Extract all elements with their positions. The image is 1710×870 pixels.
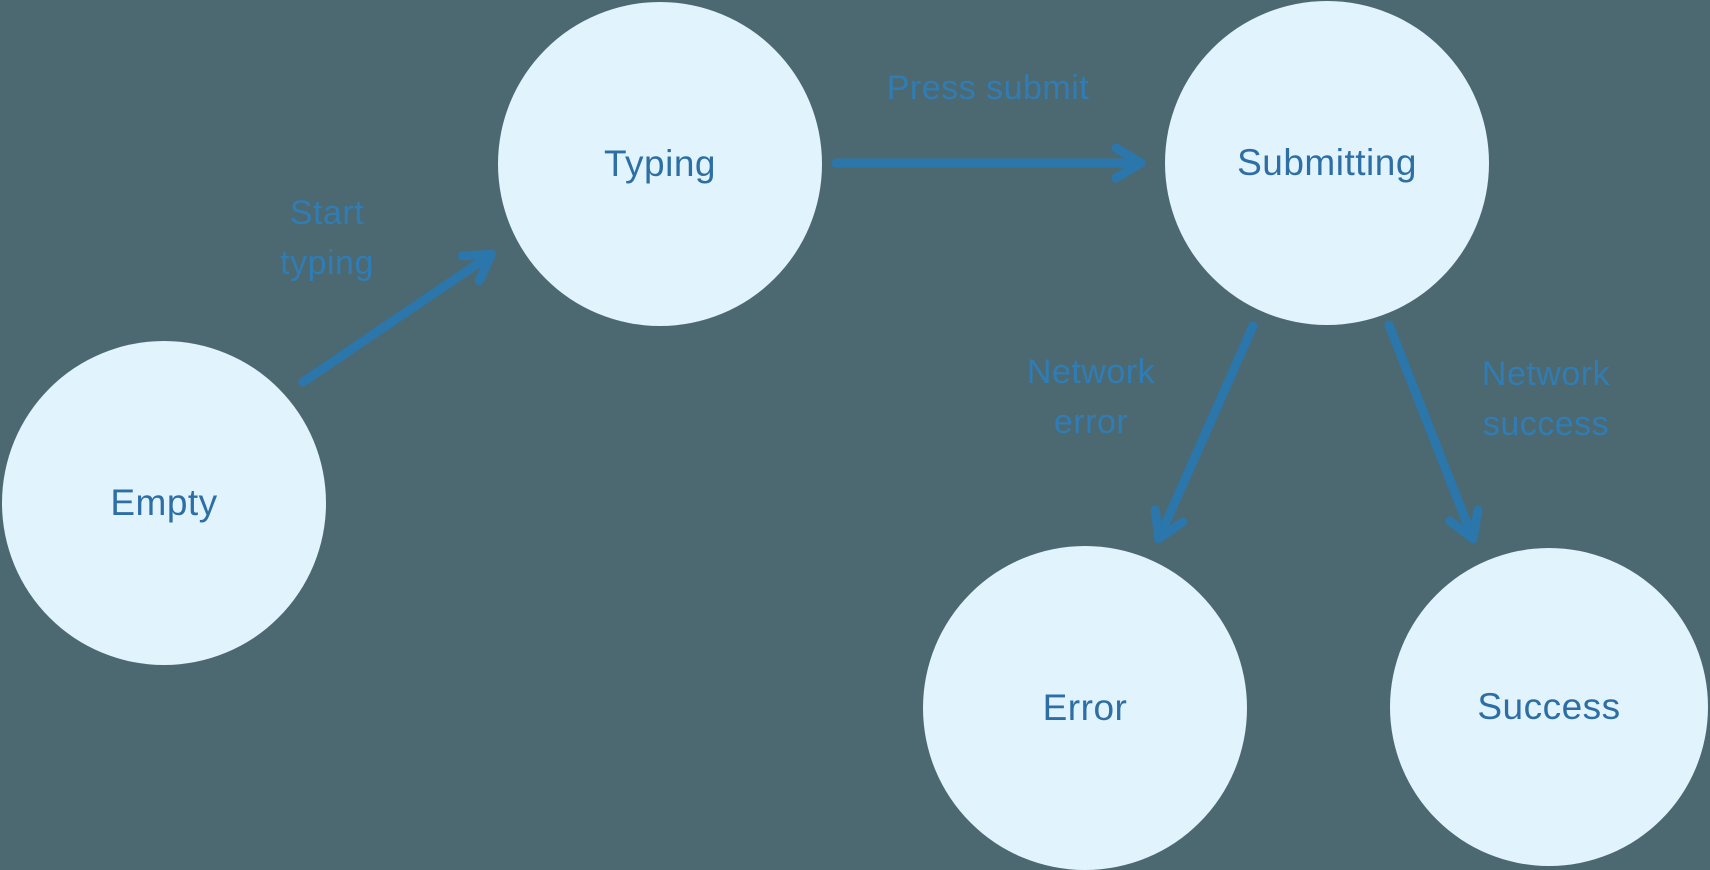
edge-label-network-error: Network error: [1027, 347, 1155, 447]
state-node-typing[interactable]: Typing: [498, 2, 822, 326]
edge-label-line: Network: [1026, 353, 1156, 391]
state-label-typing: Typing: [603, 143, 716, 184]
state-label-error: Error: [1042, 687, 1128, 728]
state-node-error[interactable]: Error: [923, 546, 1247, 870]
state-label-success: Success: [1477, 686, 1621, 727]
edge-label-line: typing: [280, 244, 374, 282]
edge-label-line: Network: [1481, 355, 1611, 393]
arrow-submitting-to-error: [1150, 321, 1258, 544]
state-node-success[interactable]: Success: [1390, 548, 1708, 866]
edge-label-press-submit: Press submit: [887, 63, 1090, 113]
edge-label-start-typing: Start typing: [280, 188, 374, 288]
edge-label-line: success: [1482, 405, 1610, 443]
edge-label-line: error: [1053, 403, 1129, 441]
edge-label-line: Start: [289, 194, 365, 232]
state-node-submitting[interactable]: Submitting: [1165, 1, 1489, 325]
state-node-empty[interactable]: Empty: [2, 341, 326, 665]
arrow-submitting-to-success: [1384, 320, 1483, 544]
state-label-submitting: Submitting: [1237, 142, 1417, 183]
state-label-empty: Empty: [110, 482, 218, 523]
edge-label-network-success: Network success: [1482, 349, 1610, 449]
edge-label-line: Press submit: [886, 69, 1090, 107]
